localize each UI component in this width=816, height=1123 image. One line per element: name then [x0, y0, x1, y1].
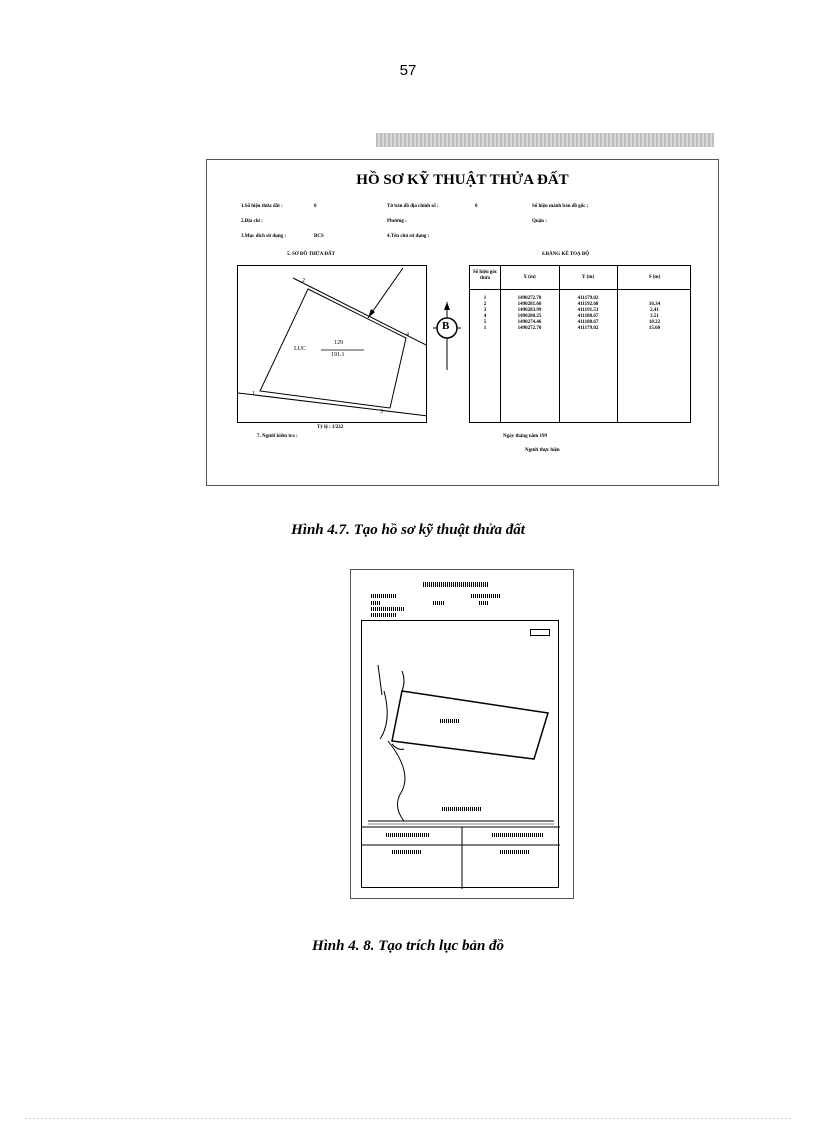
purpose-label: 3.Mục đích sử dụng : — [241, 234, 287, 239]
table-cell: 1490281.66 — [517, 302, 542, 307]
extract-field-block — [371, 594, 397, 598]
sheet-code-label: Số hiệu mảnh bản đồ gốc : — [532, 204, 589, 209]
table-cell: 411179.02 — [577, 296, 599, 301]
inspector-label: 7. Người kiểm tra : — [257, 434, 298, 439]
figure-title: HỒ SƠ KỸ THUẬT THỬA ĐẤT — [356, 172, 569, 188]
figure-caption-4-7: Hình 4.7. Tạo hồ sơ kỹ thuật thửa đất — [291, 522, 525, 538]
table-cell: 16.34 — [648, 302, 661, 307]
extract-field-block — [479, 601, 489, 605]
vertex-label-3: 3 — [380, 409, 383, 415]
extract-footer-block — [386, 833, 430, 837]
extract-map-drawing — [362, 664, 560, 889]
map-sheet-label: Tờ bản đồ địa chính số : — [387, 204, 439, 209]
table-col-divider — [500, 266, 560, 422]
extract-footer-block — [492, 833, 544, 837]
table-cell: 411179.02 — [577, 326, 599, 331]
owner-label: 4.Tên chủ sử dụng : — [387, 234, 430, 239]
table-header-divider — [470, 289, 690, 290]
extract-field-block — [433, 601, 445, 605]
extract-footer-block — [442, 807, 482, 811]
table-cell: 1490272.70 — [517, 326, 542, 331]
vertex-label-4: 4 — [406, 332, 409, 338]
table-col-divider — [559, 266, 618, 422]
address-label: 2.Địa chỉ : — [241, 219, 263, 224]
table-cell: 411191.53 — [577, 308, 599, 313]
vertex-label-2: 2 — [302, 278, 305, 284]
figure-map-extract — [350, 569, 574, 899]
table-cell: 1490283.99 — [517, 308, 542, 313]
parcel-denominator: 191.1 — [331, 352, 345, 358]
extract-footer-block — [500, 850, 530, 854]
purpose-value: ВСЅ — [314, 234, 324, 239]
parcel-sketch: LUC 129 191.1 1 2 3 4 — [237, 265, 427, 423]
table-cell: 411180.67 — [577, 320, 599, 325]
table-heading: 6.BẢNG KÊ TOẠ ĐỘ — [542, 252, 590, 257]
land-type-label: LUC — [294, 346, 306, 352]
table-cell: 3.51 — [650, 314, 659, 319]
compass-letter: B — [442, 320, 450, 332]
parcel-numerator: 129 — [334, 340, 343, 346]
table-cell: 1490280.25 — [517, 314, 542, 319]
extract-field-block — [371, 601, 381, 605]
table-header-vertex: Số hiệu góc thửa — [472, 270, 498, 281]
table-cell: 1 — [483, 326, 487, 331]
table-cell: 1490274.46 — [517, 320, 542, 325]
table-header-y: Y (m) — [581, 275, 595, 280]
table-cell: 4 — [483, 314, 487, 319]
scale-label: Tỷ lệ : 1/222 — [317, 425, 344, 430]
table-cell: 10.22 — [648, 320, 661, 325]
footer-rule — [25, 1118, 791, 1119]
table-cell: 411188.67 — [577, 314, 599, 319]
parcel-number-label: 1.Số hiệu thửa đất : — [241, 204, 283, 209]
parcel-number-value: 0 — [314, 204, 317, 209]
district-label: Quận : — [532, 219, 547, 224]
table-col-divider — [470, 266, 501, 422]
signer-label: Người thực hiện — [525, 448, 560, 453]
map-sheet-value: 0 — [475, 204, 478, 209]
extract-footer-block — [392, 850, 422, 854]
table-header-s: S (m) — [648, 275, 661, 280]
table-cell: 3 — [483, 308, 487, 313]
extract-title-block — [423, 582, 489, 587]
header-bar — [376, 133, 714, 147]
table-cell: 411192.68 — [577, 302, 599, 307]
vertex-label-1: 1 — [252, 391, 255, 397]
table-cell: 1490272.70 — [517, 296, 542, 301]
table-cell: 2.41 — [650, 308, 659, 313]
extract-map-frame — [361, 620, 560, 889]
coordinate-table: Số hiệu góc thửa X (m) Y (m) S (m) 1 1490… — [469, 265, 691, 423]
ward-label: Phường : — [387, 219, 407, 224]
extract-field-block — [471, 594, 501, 598]
plot-heading: 5. SƠ ĐỒ THỬA ĐẤT — [287, 252, 335, 257]
page-number: 57 — [399, 62, 417, 79]
figure-caption-4-8: Hình 4. 8. Tạo trích lục bản đồ — [311, 938, 505, 954]
extract-north-box — [530, 629, 550, 636]
table-cell: 5 — [483, 320, 487, 325]
table-cell: 2 — [483, 302, 487, 307]
extract-parcel-label — [440, 719, 460, 723]
table-header-x: X (m) — [523, 275, 536, 280]
table-cell: 1 — [483, 296, 487, 301]
figure-parcel-technical-record: HỒ SƠ KỸ THUẬT THỬA ĐẤT 1.Số hiệu thửa đ… — [206, 159, 719, 486]
extract-field-block — [371, 613, 397, 617]
table-cell: 15.60 — [648, 326, 661, 331]
date-line: Ngày tháng năm 199 — [503, 434, 548, 439]
parcel-sketch-drawing — [238, 267, 426, 417]
north-arrow-icon — [433, 302, 461, 370]
extract-field-block — [371, 607, 405, 611]
